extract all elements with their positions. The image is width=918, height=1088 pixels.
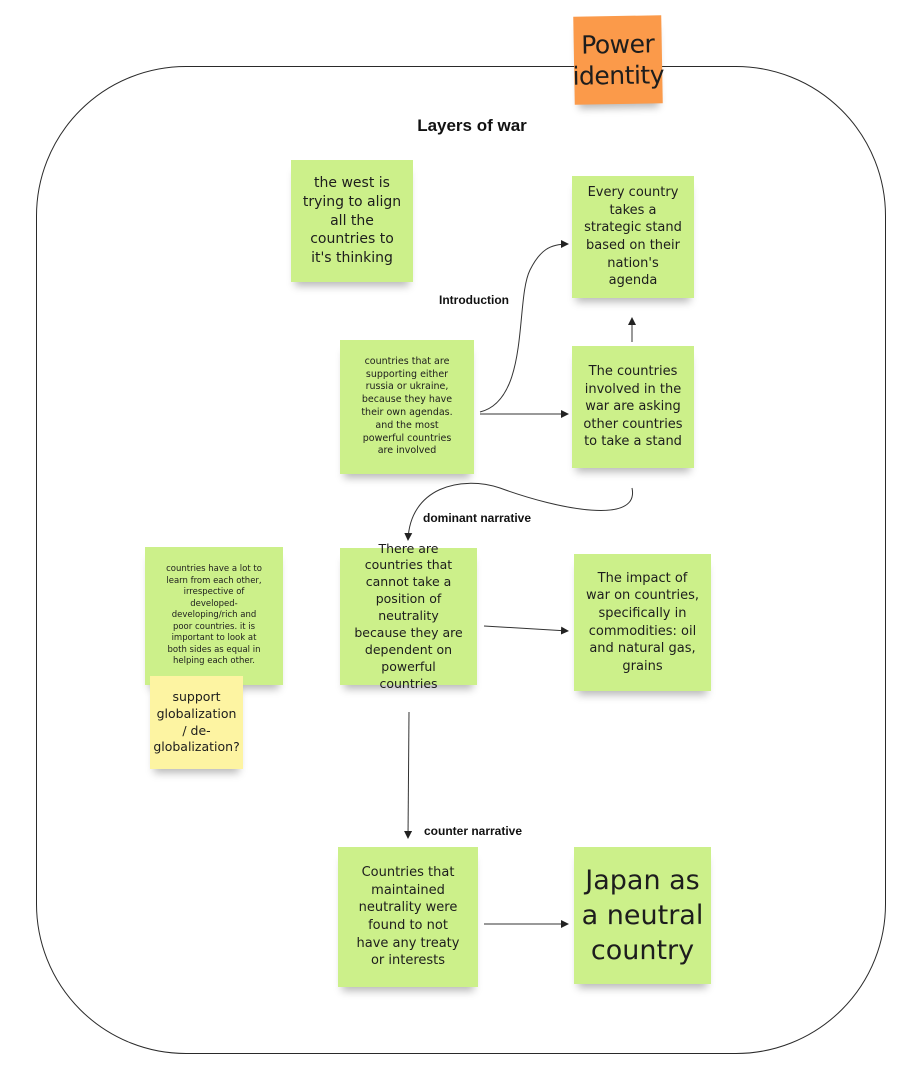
arrow-dependent-to-impact xyxy=(483,625,569,635)
sticky-supporting-text: countries that are supporting either rus… xyxy=(361,355,453,457)
sticky-dependent-text: There are countries that cannot take a p… xyxy=(354,540,463,691)
sticky-learn-text: countries have a lot to learn from each … xyxy=(166,564,262,667)
sticky-japan-text: Japan as a neutral country xyxy=(581,864,704,967)
sticky-dependent[interactable]: There are countries that cannot take a p… xyxy=(340,541,477,691)
sticky-impact-text: The impact of war on countries, specific… xyxy=(586,570,699,674)
sticky-strategic-stand-text: Every country takes a strategic stand ba… xyxy=(584,185,682,289)
sticky-globalization[interactable]: support globalization / de-globalization… xyxy=(150,676,243,769)
sticky-neutral-no-treaty-text: Countries that maintained neutrality wer… xyxy=(356,865,460,969)
sticky-asking-stand-text: The countries involved in the war are as… xyxy=(583,364,683,450)
sticky-learn[interactable]: countries have a lot to learn from each … xyxy=(145,547,283,685)
arrow-asking-to-dependent xyxy=(404,482,633,541)
label-counter-narrative: counter narrative xyxy=(424,824,523,838)
sticky-impact[interactable]: The impact of war on countries, specific… xyxy=(574,554,711,691)
sticky-power-identity[interactable]: Power identity xyxy=(572,15,665,105)
label-dominant-narrative: dominant narrative xyxy=(423,511,532,525)
board-title: Layers of war xyxy=(417,116,527,135)
sticky-west-align-text: the west is trying to align all the coun… xyxy=(302,174,402,267)
sticky-strategic-stand[interactable]: Every country takes a strategic stand ba… xyxy=(572,176,694,298)
sticky-neutral-no-treaty[interactable]: Countries that maintained neutrality wer… xyxy=(338,847,478,987)
label-introduction: Introduction xyxy=(439,293,509,307)
arrow-supporting-to-strategic xyxy=(479,240,569,413)
sticky-globalization-text: support globalization / de-globalization… xyxy=(153,688,240,755)
container-frame xyxy=(36,66,886,1054)
sticky-power-identity-text: Power identity xyxy=(572,29,665,91)
sticky-asking-stand[interactable]: The countries involved in the war are as… xyxy=(572,346,694,468)
sticky-west-align[interactable]: the west is trying to align all the coun… xyxy=(291,160,413,282)
sticky-supporting[interactable]: countries that are supporting either rus… xyxy=(340,340,474,474)
sticky-japan[interactable]: Japan as a neutral country xyxy=(574,847,711,984)
arrow-dependent-to-neutral xyxy=(404,711,413,839)
